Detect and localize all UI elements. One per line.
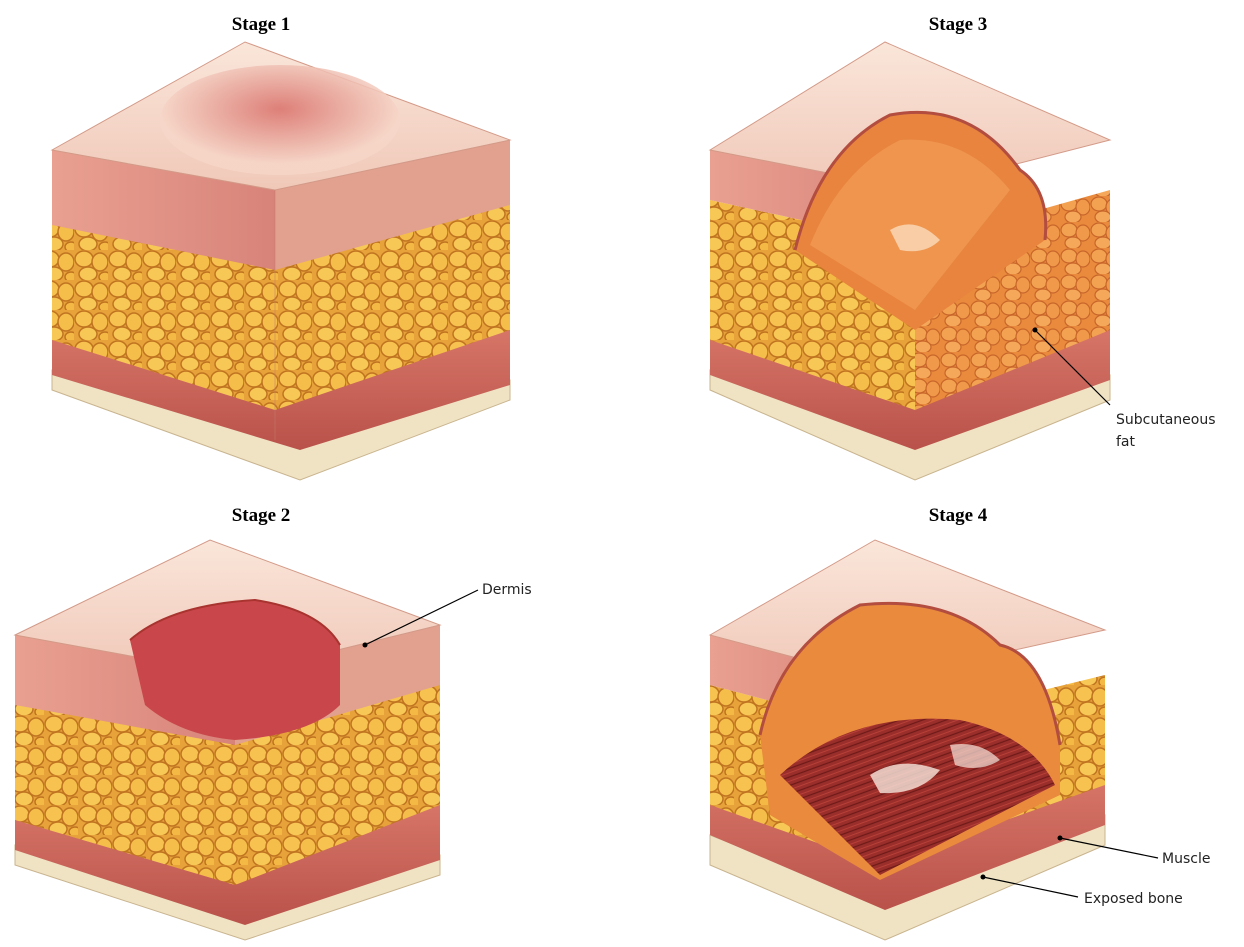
stage-4-illustration [700,535,1120,945]
stage-1-title: Stage 1 [161,14,361,36]
stage-4-title: Stage 4 [858,505,1058,527]
stage-3-title: Stage 3 [858,14,1058,36]
muscle-label: Muscle [1162,849,1210,869]
stage-3-illustration [700,40,1160,490]
exposed-bone-label: Exposed bone [1084,889,1183,909]
stage-1-illustration [40,40,540,490]
dermis-label: Dermis [482,580,532,600]
stage-2-title: Stage 2 [161,505,361,527]
stage-2-illustration [10,535,530,945]
subcutaneous-label-line2: fat [1116,432,1135,452]
subcutaneous-label-line1: Subcutaneous [1116,410,1216,430]
